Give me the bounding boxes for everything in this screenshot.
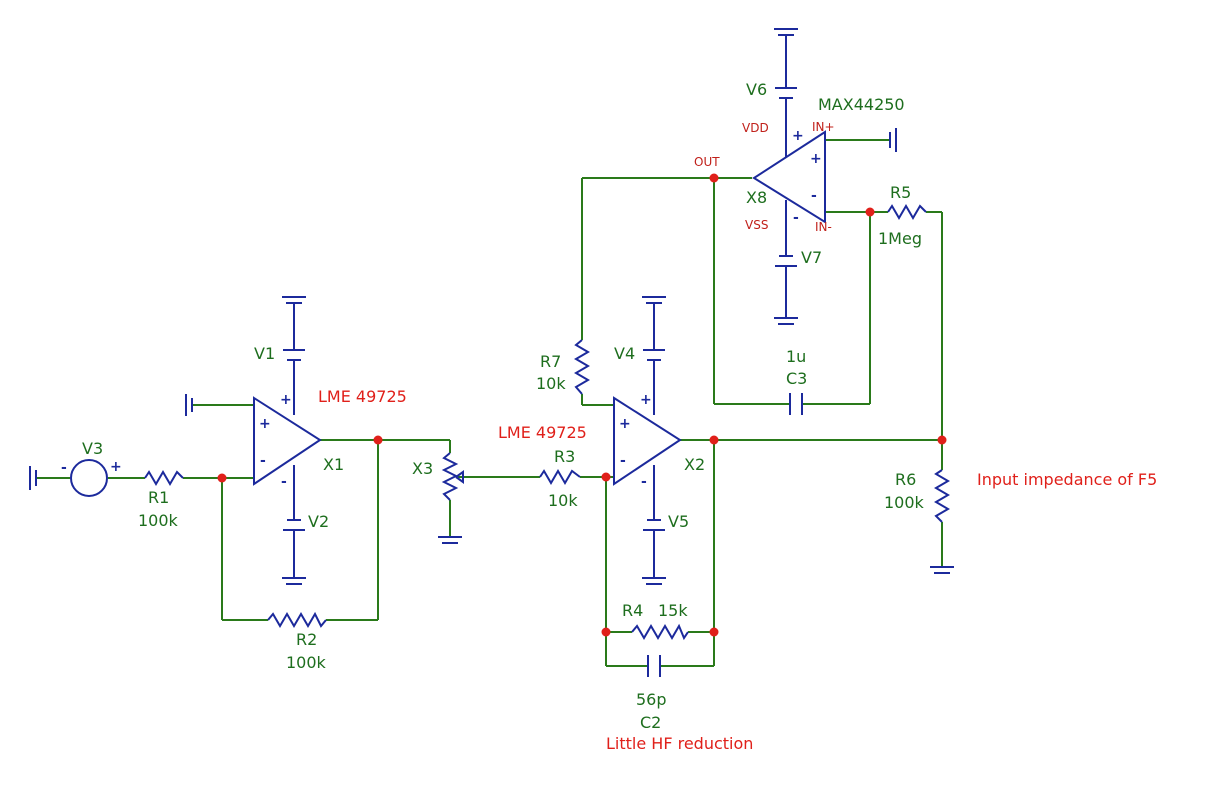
ground-v1-top (282, 296, 306, 304)
v1-label: V1 (254, 344, 275, 363)
svg-text:-: - (620, 453, 626, 469)
r3-name: R3 (554, 447, 575, 466)
v5-label: V5 (668, 512, 689, 531)
v7-label: V7 (801, 248, 822, 267)
r6-value: 100k (884, 493, 925, 512)
pin-vss: VSS (745, 218, 768, 232)
r6-resistor (934, 469, 950, 523)
c3-name: C3 (786, 369, 807, 388)
ground-r6 (930, 566, 954, 574)
r7-resistor (574, 339, 590, 395)
ground-x1-plus (185, 394, 193, 416)
v6-source (775, 87, 797, 99)
svg-text:+: + (640, 392, 652, 408)
v1-source (283, 349, 305, 361)
v7-source (775, 255, 797, 267)
r3-resistor (539, 469, 581, 485)
ground-x8-in-plus (889, 128, 897, 152)
ground-v4-top (642, 296, 666, 304)
v4-source (643, 349, 665, 361)
r7-name: R7 (540, 352, 561, 371)
v5-source (643, 519, 665, 531)
c3-value: 1u (786, 347, 806, 366)
svg-text:-: - (811, 188, 817, 204)
r2-resistor (267, 611, 327, 628)
svg-text:+: + (619, 416, 631, 432)
component-labels: V3 R1 100k V1 V2 X1 LME 49725 R2 100k X3… (82, 80, 1157, 753)
c2-capacitor (647, 655, 661, 677)
r5-value: 1Meg (878, 229, 922, 248)
x8-opamp: + - + - (752, 128, 826, 226)
dc-sources (283, 87, 797, 531)
r1-name: R1 (148, 488, 169, 507)
v2-source (283, 519, 305, 531)
x8-label: X8 (746, 188, 767, 207)
hf-reduction-note: Little HF reduction (606, 734, 753, 753)
v3-label: V3 (82, 439, 103, 458)
c2-value: 56p (636, 690, 667, 709)
svg-text:+: + (810, 151, 822, 167)
input-impedance-note: Input impedance of F5 (977, 470, 1157, 489)
r2-value: 100k (286, 653, 327, 672)
c3-capacitor (789, 393, 803, 415)
r4-resistor (631, 623, 689, 641)
r6-name: R6 (895, 470, 916, 489)
pin-in-minus: IN- (815, 220, 832, 234)
x1-part-label: LME 49725 (318, 387, 407, 406)
r3-value: 10k (548, 491, 578, 510)
v3-ac-source: - + (61, 459, 122, 497)
r2-name: R2 (296, 630, 317, 649)
pin-in-plus: IN+ (812, 120, 835, 134)
ground-v6-top (774, 28, 798, 36)
svg-text:-: - (281, 474, 287, 490)
svg-text:-: - (61, 460, 67, 476)
r5-name: R5 (890, 183, 911, 202)
v4-label: V4 (614, 344, 635, 363)
svg-text:+: + (280, 392, 292, 408)
r1-resistor (144, 470, 184, 486)
svg-text:+: + (792, 128, 804, 144)
ground-symbols (29, 28, 954, 585)
ground-v2-bottom (282, 577, 306, 585)
ground-v7-bottom (774, 317, 798, 325)
wires (36, 139, 943, 667)
capacitors (647, 393, 803, 677)
x3-potentiometer (441, 452, 472, 501)
r4-name: R4 (622, 601, 643, 620)
ground-v3 (29, 466, 37, 490)
resistors (144, 204, 950, 641)
v6-label: V6 (746, 80, 767, 99)
ground-v5-bottom (642, 577, 666, 585)
x3-label: X3 (412, 459, 433, 478)
x8-part-label: MAX44250 (818, 95, 905, 114)
x2-label: X2 (684, 455, 705, 474)
junction-nodes (217, 173, 947, 637)
r5-resistor (887, 204, 927, 220)
svg-text:-: - (641, 474, 647, 490)
svg-text:+: + (259, 416, 271, 432)
pin-out: OUT (694, 155, 720, 169)
supply-leads (293, 35, 787, 578)
v2-label: V2 (308, 512, 329, 531)
x2-opamp: + - + - (613, 392, 682, 490)
x2-part-label: LME 49725 (498, 423, 587, 442)
r4-value: 15k (658, 601, 688, 620)
x1-label: X1 (323, 455, 344, 474)
x1-opamp: + - + - (253, 392, 322, 490)
pin-vdd: VDD (742, 121, 769, 135)
r7-value: 10k (536, 374, 566, 393)
svg-text:-: - (793, 210, 799, 226)
svg-text:+: + (110, 459, 122, 475)
c2-name: C2 (640, 713, 661, 732)
ground-x3 (438, 536, 462, 544)
svg-text:-: - (260, 453, 266, 469)
r1-value: 100k (138, 511, 179, 530)
